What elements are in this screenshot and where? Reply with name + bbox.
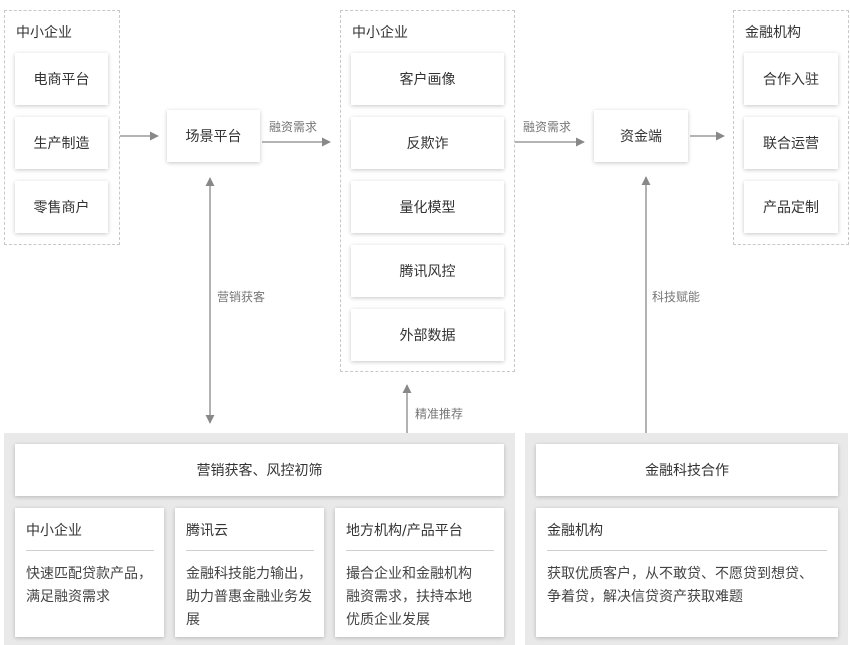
detail-card-divider: [186, 550, 314, 551]
scene-platform-node[interactable]: 场景平台: [167, 110, 260, 162]
detail-card-title: 地方机构/产品平台: [346, 523, 463, 539]
tech-empower-label: 科技赋能: [652, 290, 701, 304]
manufacturing-card[interactable]: 生产制造: [15, 117, 108, 169]
detail-card-divider: [346, 550, 494, 551]
fin-inst-group: [733, 10, 849, 245]
capital-end-node[interactable]: 资金端: [594, 110, 688, 162]
detail-card-desc: 获取优质客户，从不敢贷、不愿贷到想贷、争着贷，解决信贷资产获取难题: [547, 566, 813, 605]
financing-demand-label-2: 融资需求: [523, 120, 572, 134]
detail-card-title: 金融机构: [547, 523, 603, 539]
detail-card-fin-inst: [536, 508, 838, 637]
product-custom-card[interactable]: 产品定制: [744, 181, 838, 233]
anti-fraud-card[interactable]: 反欺诈: [351, 117, 504, 169]
detail-card-desc: 金融科技能力输出，助力普惠金融业务发展: [186, 566, 312, 628]
partner-onboard-card[interactable]: 合作入驻: [744, 53, 838, 105]
marketing-acquire-label: 营销获客: [217, 290, 266, 304]
detail-card-tencent-cloud: [175, 508, 324, 637]
marketing-riskscreen-header: 营销获客、风控初筛: [15, 444, 504, 496]
sme-center-group: [340, 10, 515, 372]
detail-card-divider: [547, 550, 827, 551]
tencent-risk-control-card[interactable]: 腾讯风控: [351, 245, 504, 297]
detail-card-title: 中小企业: [26, 523, 82, 539]
detail-card-desc: 快速匹配贷款产品， 满足融资需求: [26, 566, 152, 605]
retail-merchant-card[interactable]: 零售商户: [15, 181, 108, 233]
fintech-cooperation-header: 金融科技合作: [536, 444, 838, 496]
detail-card-divider: [26, 550, 154, 551]
detail-card-desc: 撮合企业和金融机构融资需求，扶持本地优质企业发展: [346, 566, 472, 628]
detail-card-title: 腾讯云: [186, 523, 228, 539]
financing-demand-label-1: 融资需求: [269, 120, 318, 134]
detail-card-sme: [15, 508, 164, 637]
customer-profile-card[interactable]: 客户画像: [351, 53, 504, 105]
sme-center-title: 中小企业: [352, 25, 408, 41]
detail-card-local-platform: [335, 508, 504, 637]
ecommerce-platform-card[interactable]: 电商平台: [15, 53, 108, 105]
fin-inst-title: 金融机构: [745, 25, 801, 41]
external-data-card[interactable]: 外部数据: [351, 309, 504, 361]
sme-left-group: [4, 10, 120, 245]
precise-recommend-label: 精准推荐: [415, 407, 464, 421]
joint-operation-card[interactable]: 联合运营: [744, 117, 838, 169]
quant-model-card[interactable]: 量化模型: [351, 181, 504, 233]
sme-left-title: 中小企业: [16, 25, 72, 41]
